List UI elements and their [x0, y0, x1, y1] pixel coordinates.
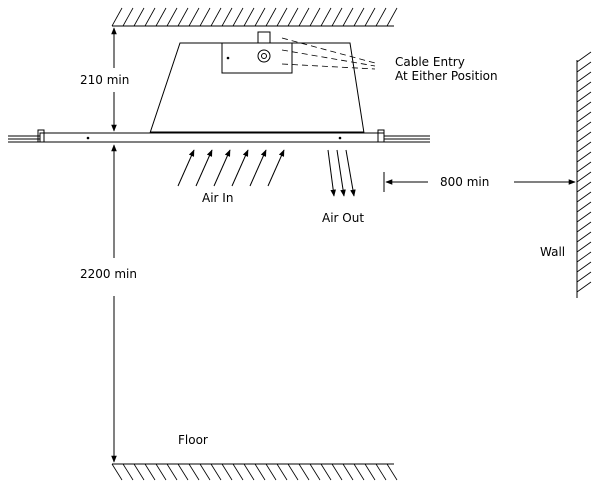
- cable-entry-label-2: At Either Position: [395, 69, 498, 83]
- air-in-label: Air In: [202, 191, 233, 205]
- dim-2200-label: 2200 min: [80, 267, 137, 281]
- air-in-arrows: [177, 149, 285, 187]
- wall-label: Wall: [540, 245, 565, 259]
- floor-hatch: [111, 463, 398, 481]
- floor-label: Floor: [178, 433, 208, 447]
- dim-800: [383, 172, 576, 192]
- wall-hatch: [576, 51, 592, 298]
- air-out-label: Air Out: [322, 211, 364, 225]
- cable-gland: [257, 31, 271, 44]
- electrical-box: [221, 42, 293, 74]
- cable-entry-label-1: Cable Entry: [395, 55, 465, 69]
- ceiling-hatch: [111, 7, 398, 27]
- cassette-unit: [39, 31, 385, 143]
- cable-entry-leaders: [281, 37, 376, 70]
- air-out-arrows: [327, 149, 356, 197]
- dim-800-label: 800 min: [440, 175, 489, 189]
- cable-entry-port: [257, 49, 271, 63]
- dim-210-label: 210 min: [80, 73, 129, 87]
